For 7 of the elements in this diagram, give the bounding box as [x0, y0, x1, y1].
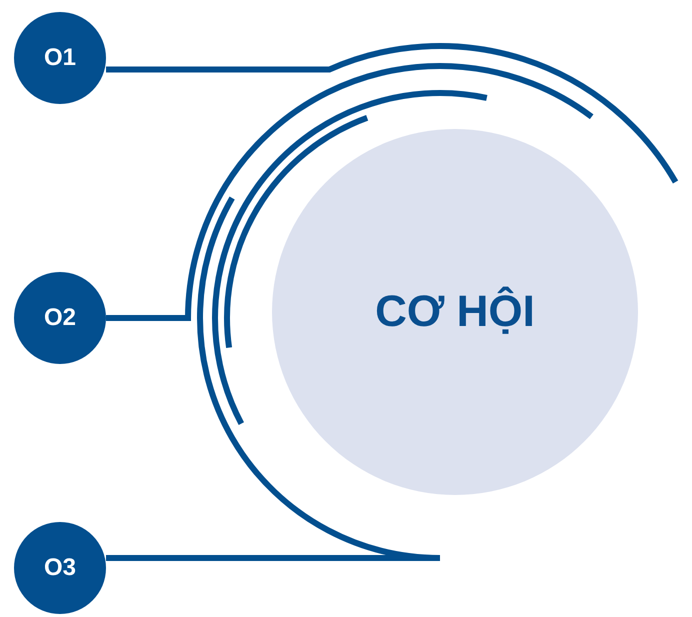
title-text: CƠ HỘI	[375, 286, 535, 338]
number-label: O2	[44, 303, 76, 333]
connector-line	[106, 63, 594, 321]
number-label: O3	[44, 553, 76, 583]
connector-line	[106, 43, 678, 184]
number-label: O1	[44, 43, 76, 73]
connector-line	[106, 196, 443, 561]
